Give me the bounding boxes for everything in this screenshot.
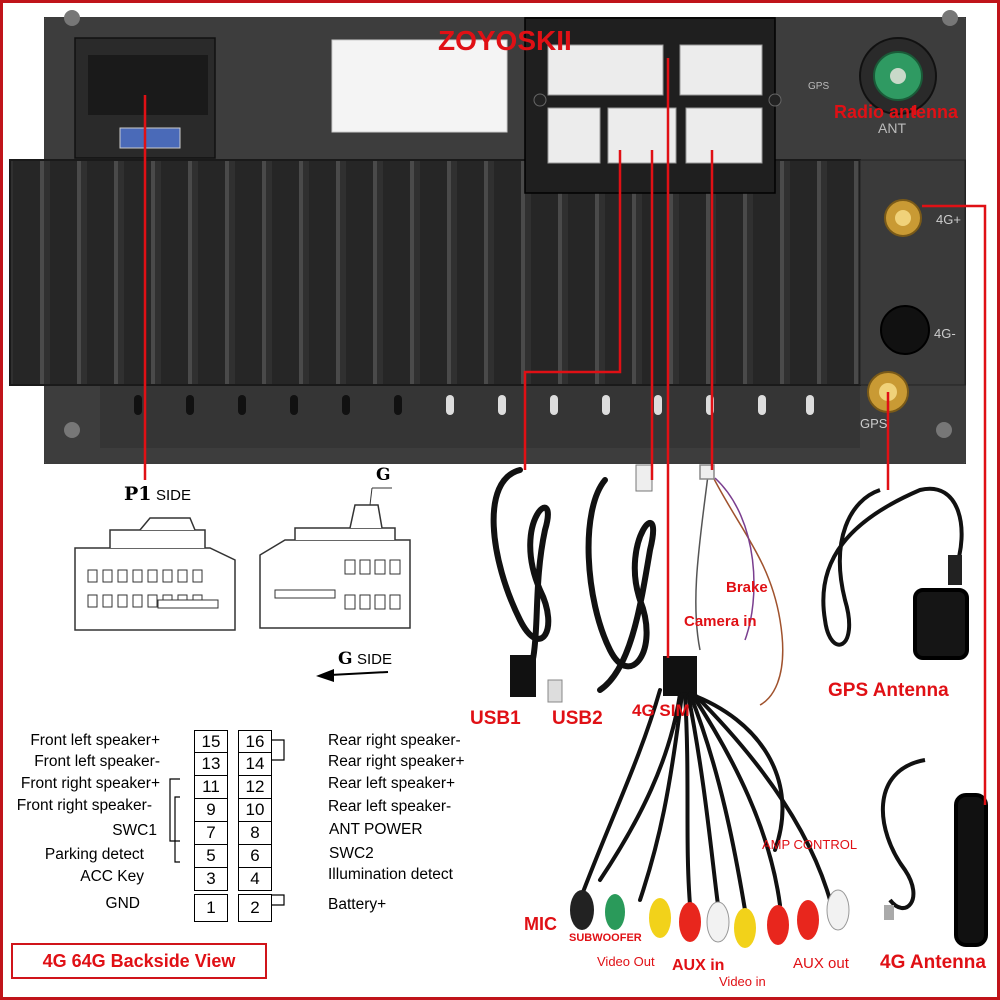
g-connector-label: G [376,465,391,485]
lte-minus-port-label: 4G- [934,326,956,341]
g-side-label: G SIDE [338,651,392,668]
pin-label-right: Rear left speaker- [328,798,452,815]
radio-port-label: ANT [878,120,906,136]
g-prefix: G [338,649,353,669]
pin-label-left: ACC Key [80,868,144,885]
av-harness [570,656,850,948]
video-in-label: Video in [719,974,766,989]
pin-number: 6 [238,844,272,868]
pin-label-right: SWC2 [329,845,374,862]
pin-number: 10 [238,798,272,822]
pin-label-left: Front right speaker- [16,797,152,814]
pin-label-left: Front left speaker- [34,753,160,770]
mic-label: MIC [524,914,557,934]
view-title: 4G 64G Backside View [11,943,267,979]
red-pointer-lines [143,58,987,805]
amp-control-label: AMP CONTROL [762,837,858,852]
pin-number: 7 [194,821,228,845]
g-connector-drawing [259,487,411,629]
radio-antenna-label: Radio antenna [834,102,959,122]
pin-number: 3 [194,867,228,891]
usb2-cable [585,464,657,693]
pin-number: 8 [238,821,272,845]
pin-label-right: Rear left speaker+ [328,775,456,792]
pin-label-left: SWC1 [112,822,157,839]
usb1-label: USB1 [470,708,521,729]
pin-number: 12 [238,775,272,799]
video-out-label: Video Out [597,954,655,969]
p1-side-label: P1 SIDE [124,485,191,504]
p1-side-text: SIDE [155,487,191,504]
camera-brake-wires [695,464,784,706]
gps-antenna-device [821,486,969,660]
subwoofer-label: SUBWOOFER [569,932,642,944]
chassis [9,10,966,464]
usb1-cable [490,467,563,703]
pinout-brackets [169,739,285,906]
pin-number: 5 [194,844,228,868]
pin-label-left: Parking detect [44,846,144,863]
4g-antenna-device [880,758,988,947]
pin-number: 13 [194,752,228,776]
pin-number: 9 [194,798,228,822]
pin-number: 4 [238,867,272,891]
aux-in-label: AUX in [672,957,725,974]
pin-number: 11 [194,775,228,799]
pin-label-right: ANT POWER [329,821,423,838]
usb2-label: USB2 [552,708,603,729]
gps-port-top-label: GPS [808,81,830,92]
brake-label: Brake [726,579,768,596]
sim-label: 4G SIM [632,701,690,720]
pin-number: 15 [194,730,228,754]
4g-antenna-label: 4G Antenna [880,952,986,973]
gps-antenna-label: GPS Antenna [828,680,949,701]
pin-number: 14 [238,752,272,776]
pin-label-left: Front left speaker+ [30,732,160,749]
camera-in-label: Camera in [684,613,757,630]
aux-out-label: AUX out [793,955,849,972]
pin-label-right: Illumination detect [328,866,453,883]
p1-prefix: P1 [124,483,152,505]
pin-label-left: GND [105,895,140,912]
pin-number: 16 [238,730,272,754]
p1-connector-drawing [74,517,236,631]
pin-number: 2 [238,894,272,922]
g-side-arrow [316,669,389,682]
pin-label-left: Front right speaker+ [20,775,160,792]
pin-label-right: Battery+ [328,896,387,913]
pin-label-right: Rear right speaker+ [328,753,465,770]
brand-label: ZOYOSKII [438,25,572,56]
lte-plus-port-label: 4G+ [936,212,961,227]
g-side-text: SIDE [356,651,392,668]
pin-label-right: Rear right speaker- [328,732,461,749]
gps-port-label: GPS [860,416,888,431]
pin-number: 1 [194,894,228,922]
